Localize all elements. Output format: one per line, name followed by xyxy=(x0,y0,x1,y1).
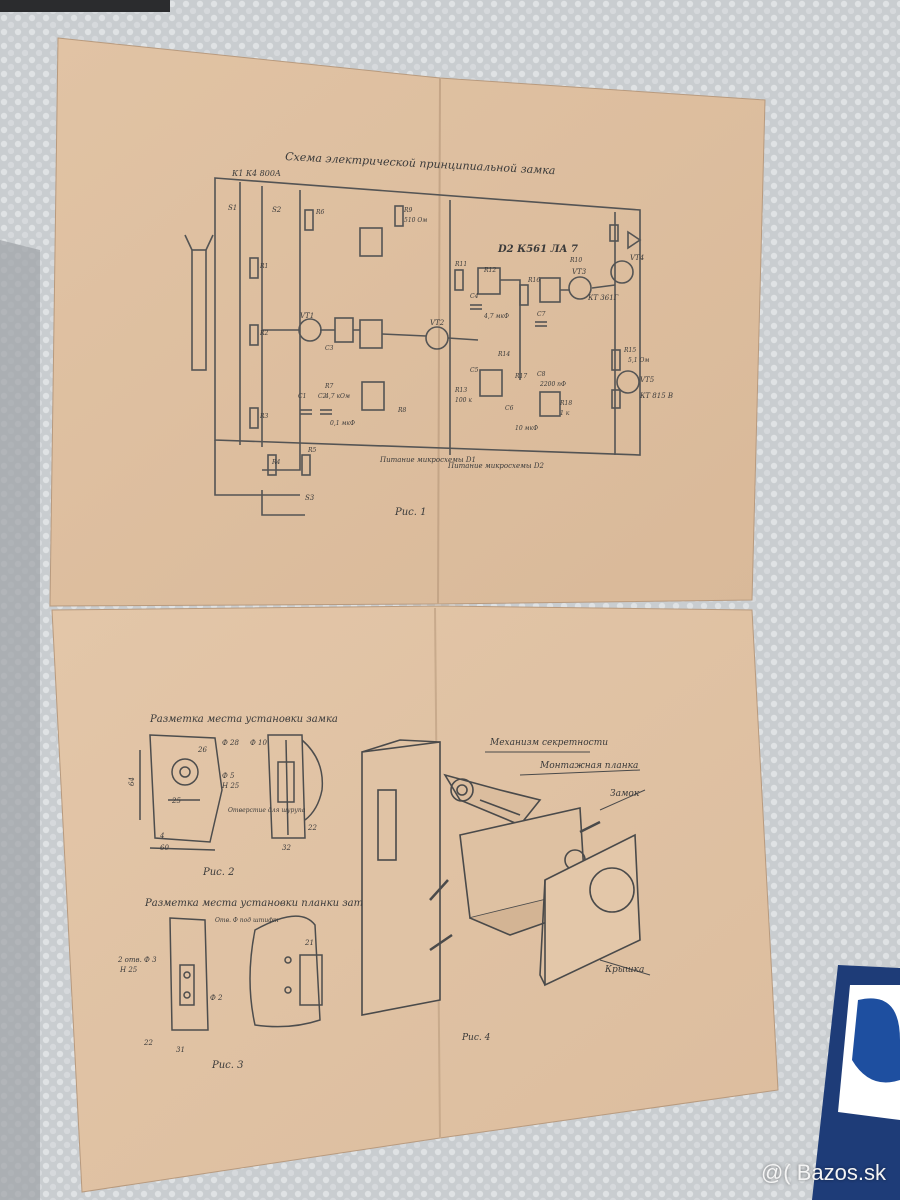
fig4-label-lock: Замок xyxy=(610,789,640,799)
fig2-dim-64: 64 xyxy=(128,777,136,786)
resistor-label-r11: R11 xyxy=(454,261,467,268)
switch-top-label: К1 К4 800А xyxy=(231,169,281,178)
transistor-label-vt2: VT2 xyxy=(430,319,445,327)
cap-label-c4: C4 xyxy=(470,293,479,300)
switch-label-s2: S2 xyxy=(272,206,282,214)
cap-label-c7: C7 xyxy=(537,311,546,318)
fig2-dim-f28: Ф 28 xyxy=(222,739,239,747)
dark-object-top xyxy=(0,0,170,12)
resistor-label-r15: R15 xyxy=(623,347,636,354)
fig2-label: Рис. 2 xyxy=(202,867,235,878)
fig2-dim-f10: Ф 10 xyxy=(250,739,267,747)
fig2-dim-22: 22 xyxy=(307,824,317,832)
resistor-label-r13: R13 xyxy=(454,387,467,394)
fig3-label: Рис. 3 xyxy=(211,1060,244,1071)
paper-sheet-top xyxy=(49,37,766,607)
resistor-label-r16: R16 xyxy=(527,277,540,284)
resistor-value-510: 510 Ом xyxy=(404,217,427,224)
vt5-type-label: КТ 815 В xyxy=(639,392,673,400)
resistor-label-r10: R10 xyxy=(569,257,582,264)
fig4-label: Рис. 4 xyxy=(461,1033,491,1043)
fig2-dim-4: 4 xyxy=(159,832,164,840)
resistor-label-r7: R7 xyxy=(324,383,334,390)
fig3-dim-f2: Ф 2 xyxy=(210,994,223,1002)
cap-label-c3: C3 xyxy=(325,345,334,352)
transistor-label-vt5: VT5 xyxy=(640,376,655,384)
fig3-dim-h25: Н 25 xyxy=(119,966,138,974)
resistor-label-r8: R8 xyxy=(397,407,407,414)
cap-label-c6: C6 xyxy=(505,405,514,412)
resistor-label-r4: R4 xyxy=(271,459,281,466)
vt3-type-label: КТ 361Г xyxy=(587,294,619,302)
cap-value-10: 10 мкФ xyxy=(515,425,538,432)
fig1-label: Рис. 1 xyxy=(394,507,427,518)
resistor-value-1k: 1 к xyxy=(560,410,570,417)
resistor-label-r2: R2 xyxy=(259,330,269,337)
fig2-dim-26: 26 xyxy=(197,746,207,754)
switch-label-s1: S1 xyxy=(228,204,237,212)
resistor-label-r3: R3 xyxy=(259,413,269,420)
resistor-label-r5: R5 xyxy=(307,447,317,454)
resistor-label-r6: R6 xyxy=(315,209,325,216)
resistor-label-r17: R17 xyxy=(514,373,527,380)
resistor-label-r1: R1 xyxy=(259,263,268,270)
resistor-label-r18: R18 xyxy=(559,400,572,407)
resistor-value-100k: 100 к xyxy=(455,397,472,404)
resistor-value-4-7k: 4,7 кОм xyxy=(324,393,350,400)
watermark: @( Bazos.sk xyxy=(760,1160,886,1185)
resistor-label-r12: R12 xyxy=(483,267,496,274)
fig2-dim-60: 60 xyxy=(160,844,169,852)
paper-fold-top xyxy=(437,77,441,605)
cap-label-c8: C8 xyxy=(537,371,546,378)
fig3-dim-21: 21 xyxy=(304,939,314,947)
fig3-drawing xyxy=(169,915,323,1031)
shadow-left xyxy=(0,240,40,1200)
cap-label-c1: C1 xyxy=(298,393,306,400)
transistor-label-vt1: VT1 xyxy=(300,312,314,320)
resistor-value-5-1: 5,1 Ом xyxy=(628,357,649,364)
fig2-dim-25: 25 xyxy=(171,797,181,805)
circuit-schematic xyxy=(184,177,642,516)
transistor-label-vt3: VT3 xyxy=(572,268,587,276)
fig2-dim-f5: Ф 5 xyxy=(222,772,235,780)
resistor-label-r9: R9 xyxy=(403,207,413,214)
power-d2-label: Питание микросхемы D2 xyxy=(447,462,544,470)
fig2-dim-32: 32 xyxy=(282,844,291,852)
cap-value-4-7: 4,7 мкФ xyxy=(483,313,509,320)
fig4-label-cover: Крышка xyxy=(604,965,644,975)
resistor-label-r14: R14 xyxy=(497,351,510,358)
fig2-title: Разметка места установки замка xyxy=(149,714,338,725)
cap-value-0-1: 0,1 мкФ xyxy=(330,420,355,427)
fig2-note-screw: Отверстие для шурупа xyxy=(228,807,306,814)
fig2-drawing xyxy=(139,734,324,851)
fig2-dim-h25: Н 25 xyxy=(221,782,240,790)
power-d1-label: Питание микросхемы D1 xyxy=(379,456,476,464)
cap-label-c2: C2 xyxy=(318,393,327,400)
fig4-label-plate: Монтажная планка xyxy=(539,761,638,771)
cap-value-2200: 2200 пФ xyxy=(539,381,566,388)
fig3-dim-31: 31 xyxy=(176,1046,185,1054)
switch-label-s3: S3 xyxy=(305,494,315,502)
fig3-dim-holes: 2 отв. Ф 3 xyxy=(117,956,157,964)
chip-label: D2 К561 ЛА 7 xyxy=(497,244,578,255)
cap-label-c5: C5 xyxy=(470,367,479,374)
transistor-label-vt4: VT4 xyxy=(630,254,644,262)
fig4-drawing xyxy=(361,739,651,1016)
fig3-note-pin: Отв. Ф под штифт xyxy=(215,917,279,924)
fig4-label-mechanism: Механизм секретности xyxy=(489,738,608,748)
box-corner xyxy=(812,965,900,1200)
fig3-title: Разметка места установки планки затвора xyxy=(144,898,387,909)
fig3-dim-22: 22 xyxy=(143,1039,153,1047)
